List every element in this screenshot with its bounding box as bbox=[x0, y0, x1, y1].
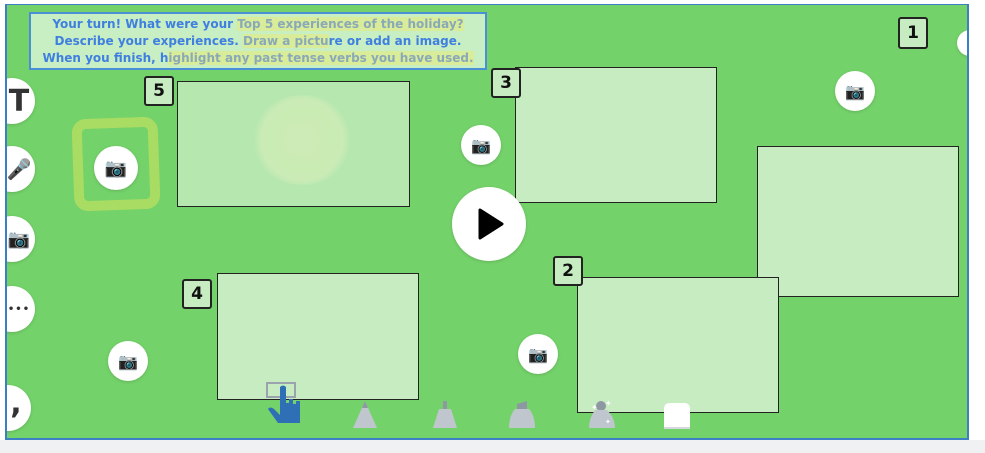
camera-icon: 📷 bbox=[118, 351, 138, 371]
hand-pointer-icon bbox=[266, 382, 300, 423]
svg-text:✦: ✦ bbox=[605, 400, 612, 408]
number-label-1: 1 bbox=[898, 17, 928, 49]
add-image-button[interactable]: 📷 bbox=[461, 125, 501, 165]
camera-icon: 📷 bbox=[845, 81, 865, 101]
microphone-icon: 🎤 bbox=[6, 157, 32, 181]
experience-box-2[interactable] bbox=[577, 277, 779, 413]
number-label-3: 3 bbox=[491, 68, 521, 98]
camera-icon: 📷 bbox=[528, 344, 548, 364]
number-label-5: 5 bbox=[144, 76, 174, 106]
partial-button[interactable] bbox=[957, 30, 967, 56]
camera-icon: 📷 bbox=[104, 157, 128, 179]
microphone-tool-button[interactable]: 🎤 bbox=[6, 146, 35, 192]
highlighter-tool[interactable] bbox=[507, 400, 537, 430]
pen-tool[interactable] bbox=[351, 400, 379, 430]
experience-box-4[interactable] bbox=[217, 273, 419, 400]
camera-icon: 📷 bbox=[7, 228, 31, 250]
experience-box-5[interactable] bbox=[177, 81, 410, 207]
add-image-button[interactable]: 📷 bbox=[835, 71, 875, 111]
glitter-tool[interactable]: ✦ ✦ ✦ bbox=[587, 400, 617, 430]
play-button[interactable] bbox=[452, 187, 526, 261]
number-label-2: 2 bbox=[553, 256, 583, 286]
camera-tool-button[interactable]: 📷 bbox=[7, 216, 35, 262]
number-label-4: 4 bbox=[182, 279, 212, 309]
add-image-button[interactable]: 📷 bbox=[94, 146, 138, 190]
experience-box-3[interactable] bbox=[515, 67, 717, 203]
svg-text:✦: ✦ bbox=[605, 418, 611, 426]
svg-text:✦: ✦ bbox=[591, 403, 598, 412]
text-icon: T bbox=[8, 83, 30, 119]
text-tool-button[interactable]: T bbox=[7, 78, 35, 124]
marker-tool[interactable] bbox=[431, 400, 459, 430]
select-hand-tool[interactable] bbox=[262, 379, 302, 429]
prompt-text: Your turn! What were your Top 5 experien… bbox=[29, 12, 487, 70]
comma-icon: , bbox=[10, 385, 22, 421]
add-image-button[interactable]: 📷 bbox=[108, 341, 148, 381]
more-icon: ••• bbox=[7, 303, 31, 315]
play-icon bbox=[478, 208, 504, 240]
eraser-tool[interactable] bbox=[662, 401, 692, 431]
more-tools-button[interactable]: ••• bbox=[7, 286, 35, 332]
page-footer bbox=[0, 440, 985, 453]
camera-icon: 📷 bbox=[471, 135, 491, 155]
comma-tool-button[interactable]: , bbox=[7, 385, 31, 431]
add-image-button[interactable]: 📷 bbox=[518, 334, 558, 374]
experience-box-1[interactable] bbox=[757, 146, 959, 297]
activity-canvas[interactable]: Your turn! What were your Top 5 experien… bbox=[5, 4, 969, 440]
